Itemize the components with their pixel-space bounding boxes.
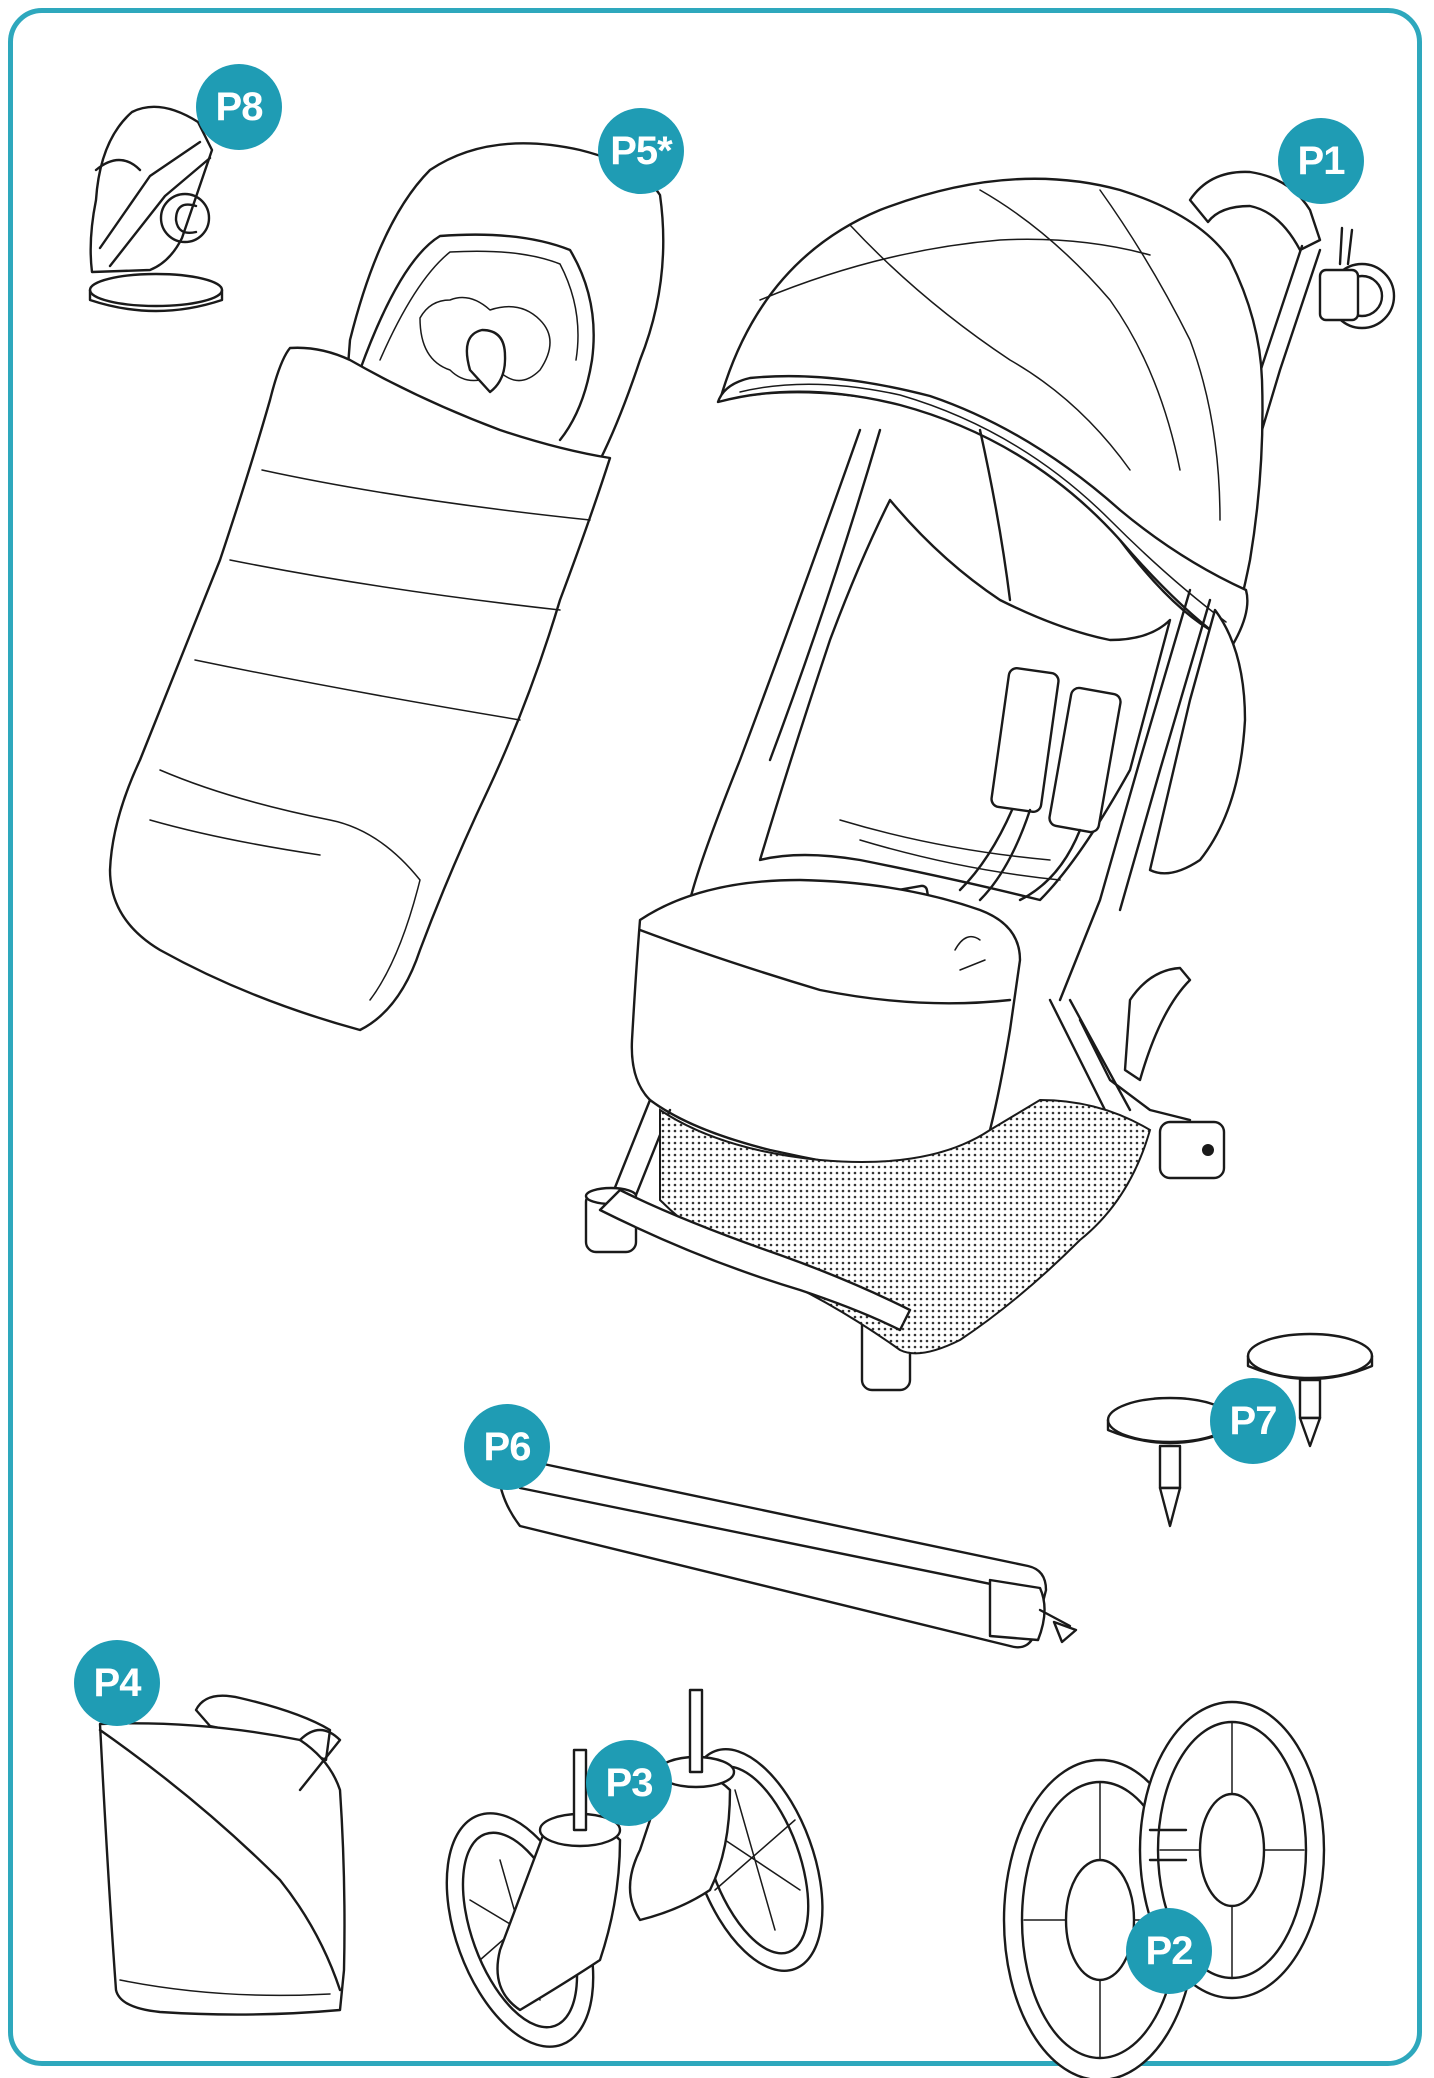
bumper-bar-illustration [496,1459,1078,1649]
foot-pads-illustration [1106,1332,1374,1528]
cup-holder-illustration [88,105,224,313]
label-p3: P3 [586,1740,672,1826]
diagram-frame [8,8,1422,2066]
label-p2: P2 [1126,1908,1212,1994]
front-wheels-illustration [445,1688,824,2048]
label-p6: P6 [464,1404,550,1490]
label-p5: P5* [598,108,684,194]
label-p4: P4 [74,1640,160,1726]
label-p7: P7 [1210,1378,1296,1464]
rear-wheels-illustration [1002,1700,1326,2078]
label-p8: P8 [196,64,282,150]
label-p1: P1 [1278,118,1364,204]
footmuff-illustration [108,142,665,1032]
rain-cover-bag-illustration [98,1694,346,2016]
stroller-main-illustration [584,170,1396,1392]
